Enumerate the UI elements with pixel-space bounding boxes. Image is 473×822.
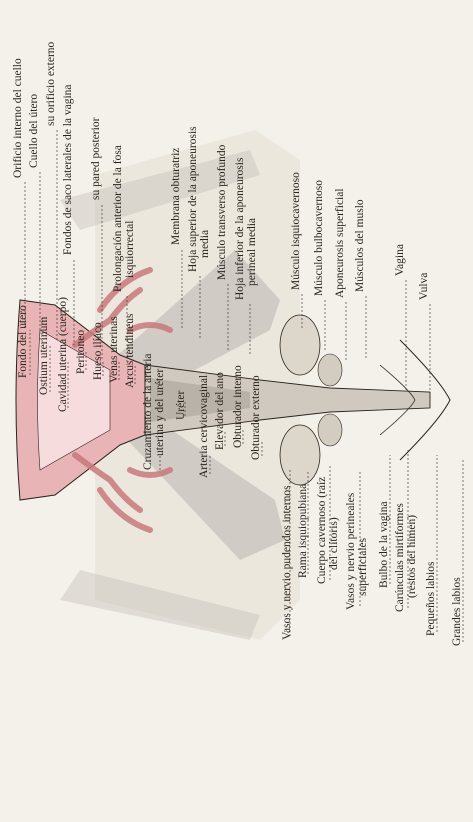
right-label-4: Fondos de saco laterales de la vagina <box>62 84 74 255</box>
left-label-9-line-1: Uréter <box>175 391 187 420</box>
right-label-4-line-1: Fondos de saco laterales de la vagina <box>62 84 74 255</box>
left-label-11-line-1: Elevador del ano <box>214 372 226 450</box>
right-label-11-line-1: Músculo isquiocavernoso <box>290 172 302 290</box>
left-label-6: Venas uterinas <box>108 316 120 383</box>
left-label-16-line-1: Cuerpo cavernoso (raíz <box>316 477 328 584</box>
left-label-7: Arcus tendineus <box>124 314 136 388</box>
left-label-18: Bulbo de la vagina <box>378 501 390 588</box>
right-label-10-line-2: perineal media <box>246 158 258 300</box>
left-label-16-line-2: del clítoris) <box>328 477 340 584</box>
right-label-15: Vagina <box>394 244 406 276</box>
left-label-12-line-1: Obturador interno <box>232 365 244 448</box>
right-label-9-line-1: Músculo transverso profundo <box>216 145 228 280</box>
left-label-14: Vasos y nervio pudendos internos <box>281 485 293 640</box>
left-label-8-line-2: uterina y del uréter <box>154 353 166 470</box>
left-label-1-line-1: Fondo del útero <box>17 305 29 378</box>
right-label-5: su pared posterior <box>90 118 102 200</box>
left-label-10-line-1: Arteria cervicovaginal <box>198 375 210 478</box>
left-label-3-line-1: Cavidad uterina (cuerpo) <box>57 297 69 412</box>
right-label-14-line-1: Músculos del muslo <box>354 199 366 292</box>
right-label-16: Vulva <box>418 273 430 300</box>
left-label-3: Cavidad uterina (cuerpo) <box>57 297 69 412</box>
left-label-5: Hueso ilíaco <box>92 322 104 380</box>
right-label-16-line-1: Vulva <box>418 273 430 300</box>
right-label-2: Cuello del útero <box>28 94 40 168</box>
left-label-19-line-2: (restos del himen) <box>406 503 418 612</box>
left-label-13: Obturador externo <box>250 375 262 460</box>
left-label-17-line-2: superficiales <box>357 493 369 610</box>
right-label-2-line-1: Cuello del útero <box>28 94 40 168</box>
right-label-13: Aponeurosis superficial <box>334 188 346 298</box>
left-label-15-line-1: Rama isquiopubiana <box>297 484 309 578</box>
left-label-2-line-1: Ostium uterinum <box>38 317 50 395</box>
right-label-1-line-1: Orificio interno del cuello <box>12 58 24 178</box>
left-label-8-line-1: Cruzamiento de la arteria <box>142 353 154 470</box>
right-label-3: su orificio externo <box>45 42 57 126</box>
right-label-6-line-2: isquiorrectal <box>124 145 136 292</box>
left-label-19: Carúnculas mirtiformes(restos del himen) <box>394 503 418 612</box>
left-label-7-line-1: Arcus tendineus <box>124 314 136 388</box>
left-label-20-line-1: Pequeños labios <box>425 562 437 636</box>
left-label-18-line-1: Bulbo de la vagina <box>378 501 390 588</box>
left-label-19-line-1: Carúnculas mirtiformes <box>394 503 406 612</box>
left-label-21-line-1: Grandes labios <box>451 577 463 646</box>
left-label-17-line-1: Vasos y nervio perineales <box>345 493 357 610</box>
left-label-20: Pequeños labios <box>425 562 437 636</box>
left-label-15: Rama isquiopubiana <box>297 484 309 578</box>
right-label-7-line-1: Membrana obturatriz <box>170 148 182 245</box>
right-label-8-line-2: media <box>199 126 211 272</box>
right-label-14: Músculos del muslo <box>354 199 366 292</box>
right-label-13-line-1: Aponeurosis superficial <box>334 188 346 298</box>
right-label-11: Músculo isquiocavernoso <box>290 172 302 290</box>
left-label-1: Fondo del útero <box>17 305 29 378</box>
left-label-9: Uréter <box>175 391 187 420</box>
right-label-8-line-1: Hoja superior de la aponeurosis <box>187 126 199 272</box>
right-label-7: Membrana obturatriz <box>170 148 182 245</box>
right-label-5-line-1: su pared posterior <box>90 118 102 200</box>
left-label-2: Ostium uterinum <box>38 317 50 395</box>
right-label-3-line-1: su orificio externo <box>45 42 57 126</box>
left-label-10: Arteria cervicovaginal <box>198 375 210 478</box>
right-label-12-line-1: Músculo bulbocavernoso <box>313 180 325 296</box>
right-label-9: Músculo transverso profundo <box>216 145 228 280</box>
left-label-5-line-1: Hueso ilíaco <box>92 322 104 380</box>
right-label-6-line-1: Prolongación anterior de la fosa <box>112 145 124 292</box>
left-label-11: Elevador del ano <box>214 372 226 450</box>
right-label-15-line-1: Vagina <box>394 244 406 276</box>
right-label-1: Orificio interno del cuello <box>12 58 24 178</box>
left-label-21: Grandes labios <box>451 577 463 646</box>
left-label-14-line-1: Vasos y nervio pudendos internos <box>281 485 293 640</box>
left-label-4-line-1: Peritoneo <box>75 330 87 374</box>
left-label-12: Obturador interno <box>232 365 244 448</box>
left-label-13-line-1: Obturador externo <box>250 375 262 460</box>
left-label-4: Peritoneo <box>75 330 87 374</box>
right-label-12: Músculo bulbocavernoso <box>313 180 325 296</box>
right-label-10-line-1: Hoja inferior de la aponeurosis <box>234 158 246 300</box>
left-label-6-line-1: Venas uterinas <box>108 316 120 383</box>
